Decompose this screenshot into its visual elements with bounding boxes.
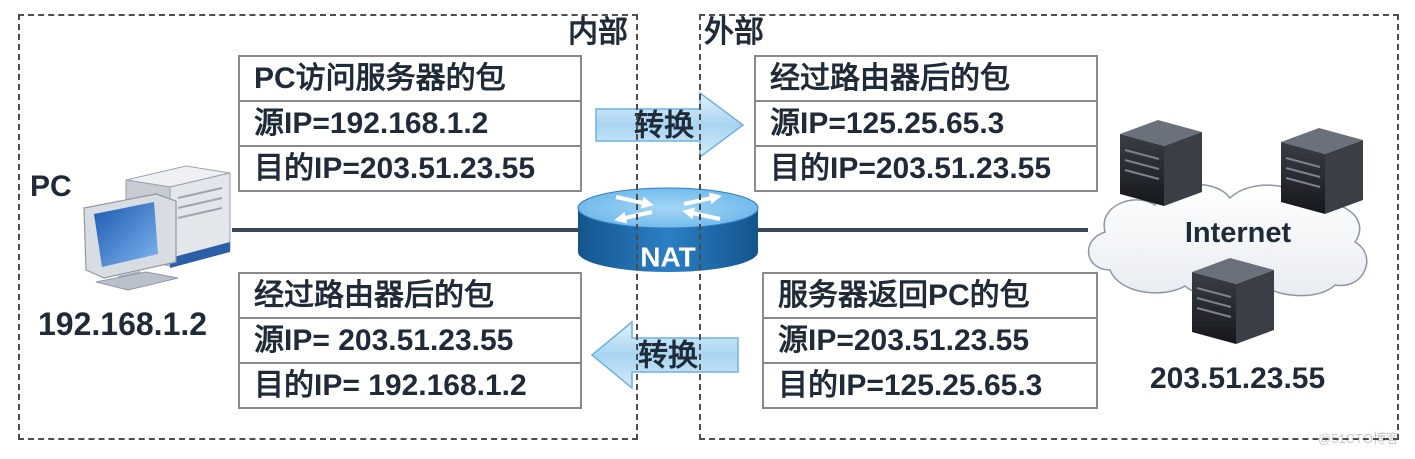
inside-zone-label: 内部 bbox=[568, 16, 628, 49]
right-arrow-icon: 转换 bbox=[595, 91, 745, 159]
pc-monitor-stand bbox=[95, 271, 179, 291]
packet-source-ip: 源IP=125.25.65.3 bbox=[756, 100, 1096, 145]
packet-source-ip: 源IP=203.51.23.55 bbox=[764, 317, 1096, 362]
inbound-arrow-label: 转换 bbox=[638, 340, 699, 373]
packet-source-ip: 源IP= 203.51.23.55 bbox=[240, 317, 580, 362]
pc-monitor-screen bbox=[94, 202, 158, 267]
packet-title: 经过路由器后的包 bbox=[770, 62, 1010, 95]
pc-tower-base bbox=[170, 242, 230, 268]
internet-label: Internet bbox=[1185, 217, 1292, 249]
packet-destination-ip: 目的IP= 192.168.1.2 bbox=[240, 362, 580, 407]
server-ip-address: 203.51.23.55 bbox=[1150, 362, 1326, 395]
pc-ip-address: 192.168.1.2 bbox=[38, 306, 208, 342]
packet-table-after-router-inbound: 经过路由器后的包 源IP= 203.51.23.55 目的IP= 192.168… bbox=[238, 272, 582, 409]
packet-destination-ip: 目的IP=125.25.65.3 bbox=[764, 362, 1096, 407]
packet-source-ip: 源IP=192.168.1.2 bbox=[240, 100, 580, 145]
server-icon bbox=[1120, 120, 1202, 206]
packet-title: PC访问服务器的包 bbox=[254, 62, 506, 95]
router-icon: NAT bbox=[577, 187, 759, 273]
inbound-arrow-shape bbox=[590, 320, 739, 390]
packet-table-pc-to-server: PC访问服务器的包 源IP=192.168.1.2 目的IP=203.51.23… bbox=[238, 55, 582, 192]
outside-zone-label: 外部 bbox=[704, 16, 764, 49]
router-top bbox=[577, 187, 759, 229]
pc-label: PC bbox=[30, 170, 72, 203]
packet-title: 经过路由器后的包 bbox=[254, 279, 494, 312]
left-arrow-icon: 转换 bbox=[590, 320, 739, 390]
packet-table-after-router-outbound: 经过路由器后的包 源IP=125.25.65.3 目的IP=203.51.23.… bbox=[754, 55, 1098, 192]
packet-destination-ip: 目的IP=203.51.23.55 bbox=[756, 145, 1096, 190]
pc-drive-bays bbox=[177, 187, 223, 219]
pc-icon bbox=[83, 165, 231, 291]
packet-table-server-to-pc: 服务器返回PC的包 源IP=203.51.23.55 目的IP=125.25.6… bbox=[762, 272, 1098, 409]
packet-title: 服务器返回PC的包 bbox=[778, 279, 1030, 312]
packet-destination-ip: 目的IP=203.51.23.55 bbox=[240, 145, 580, 190]
outbound-arrow-label: 转换 bbox=[634, 110, 695, 143]
router-arrow-in-left bbox=[615, 195, 654, 209]
router-label: NAT bbox=[640, 242, 695, 273]
router-arrow-in-right bbox=[682, 207, 721, 221]
server-icon bbox=[1281, 128, 1363, 214]
server-icon bbox=[1192, 258, 1274, 344]
watermark: @51CTO博客 bbox=[1318, 431, 1399, 446]
